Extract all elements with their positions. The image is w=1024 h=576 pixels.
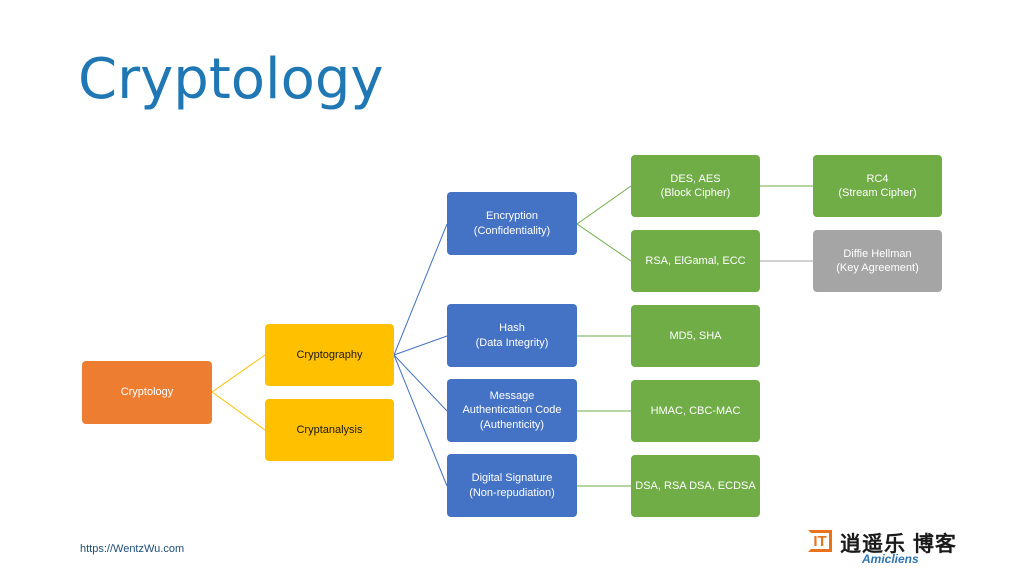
node-cryptology: Cryptology	[82, 361, 212, 424]
it-badge-icon: IT	[808, 530, 832, 552]
logo-name: 逍遥乐 博客	[840, 533, 957, 556]
connector-encryption-rsa	[576, 223, 632, 262]
logo-subtitle: Amicliens	[862, 552, 919, 566]
connector-cryptography-mac	[393, 354, 448, 412]
connector-root-cryptanalysis	[211, 391, 266, 431]
connector-root-cryptography	[211, 354, 266, 393]
node-digital-signature: Digital Signature (Non-repudiation)	[447, 454, 577, 517]
blog-logo: IT 逍遥乐 博客 Amicliens	[808, 528, 990, 568]
node-hash: Hash (Data Integrity)	[447, 304, 577, 367]
node-dsa-rsa-dsa-ecdsa: DSA, RSA DSA, ECDSA	[631, 455, 760, 517]
node-message-authentication-code: Message Authentication Code (Authenticit…	[447, 379, 577, 442]
node-rc4: RC4 (Stream Cipher)	[813, 155, 942, 217]
node-hmac-cbc-mac: HMAC, CBC-MAC	[631, 380, 760, 442]
node-diffie-hellman: Diffie Hellman (Key Agreement)	[813, 230, 942, 292]
slide-title: Cryptology	[78, 47, 384, 112]
node-cryptanalysis: Cryptanalysis	[265, 399, 394, 461]
connector-cryptography-encryption	[393, 223, 448, 356]
node-rsa-elgamal-ecc: RSA, ElGamal, ECC	[631, 230, 760, 292]
connector-cryptography-hash	[393, 335, 448, 356]
connector-encryption-des	[576, 185, 632, 225]
node-encryption: Encryption (Confidentiality)	[447, 192, 577, 255]
footer-url: https://WentzWu.com	[80, 543, 185, 555]
node-md5-sha: MD5, SHA	[631, 305, 760, 367]
node-des-aes: DES, AES (Block Cipher)	[631, 155, 760, 217]
connector-cryptography-signature	[393, 354, 448, 487]
node-cryptography: Cryptography	[265, 324, 394, 386]
